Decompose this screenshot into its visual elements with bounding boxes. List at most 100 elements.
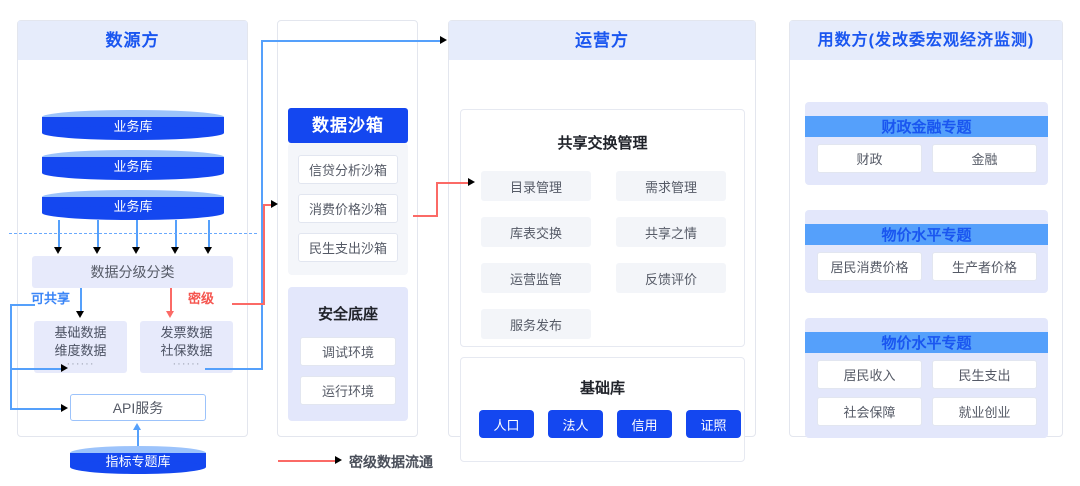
security-foundation-group: 安全底座 调试环境 运行环境 bbox=[288, 287, 408, 421]
cylinder-bottom bbox=[42, 166, 224, 180]
api-service-box[interactable]: API服务 bbox=[70, 394, 206, 421]
exchange-function-item[interactable]: 运营监管 bbox=[481, 263, 591, 293]
consumer-topic-item[interactable]: 就业创业 bbox=[932, 397, 1037, 426]
consumer-topic-label: 居民收入 bbox=[843, 368, 896, 383]
consumer-topic-item[interactable]: 民生支出 bbox=[932, 360, 1037, 389]
indicator-to-api-line bbox=[137, 429, 139, 446]
legend-arrow-icon bbox=[335, 456, 342, 464]
security-environment-item[interactable]: 运行环境 bbox=[300, 376, 396, 405]
shareable-flow-line bbox=[80, 288, 82, 312]
bus-to-indicator-line bbox=[10, 408, 62, 410]
consumer-topic-item[interactable]: 财政 bbox=[817, 144, 922, 173]
sandbox-into-operator-arrow-icon bbox=[468, 178, 475, 186]
exchange-function-label: 运营监管 bbox=[509, 271, 562, 287]
base-library-item[interactable]: 法人 bbox=[548, 410, 603, 438]
flow-down-arrow-icon bbox=[204, 247, 212, 254]
database-label: 业务库 bbox=[113, 158, 153, 174]
flow-down-line bbox=[175, 220, 177, 248]
shareable-data-box[interactable]: 基础数据 维度数据 ······ bbox=[34, 321, 127, 373]
consumer-topic-item[interactable]: 社会保障 bbox=[817, 397, 922, 426]
indicator-database-cylinder[interactable]: 指标专题库 bbox=[70, 446, 206, 474]
bus-to-indicator-arrow-icon bbox=[61, 404, 68, 412]
flow-down-line bbox=[208, 220, 210, 248]
boundary-dashed-line bbox=[9, 233, 257, 234]
consumer-topic-title: 物价水平专题 bbox=[805, 332, 1048, 353]
exchange-function-item[interactable]: 反馈评价 bbox=[616, 263, 726, 293]
sandbox-item[interactable]: 民生支出沙箱 bbox=[298, 233, 398, 262]
sandbox-item[interactable]: 消费价格沙箱 bbox=[298, 194, 398, 223]
secret-into-sandbox-arrow-icon bbox=[271, 200, 278, 208]
sandbox-item[interactable]: 信贷分析沙箱 bbox=[298, 155, 398, 184]
database-cylinder[interactable]: 业务库 bbox=[42, 110, 224, 140]
share-exchange-management-box: 共享交换管理 目录管理 库表交换 运营监管 服务发布 需求管理 共享之情 bbox=[460, 109, 745, 347]
panel-data-source: 数源方 业务库 业务库 业务库 bbox=[9, 20, 257, 474]
base-library-label: 信用 bbox=[631, 417, 658, 433]
flow-down-line bbox=[58, 220, 60, 248]
bus-to-api-arrow-icon bbox=[61, 364, 68, 372]
security-environment-label: 调试环境 bbox=[321, 345, 374, 360]
security-foundation-title: 安全底座 bbox=[317, 306, 378, 323]
consumer-topic-title: 财政金融专题 bbox=[805, 116, 1048, 137]
consumer-topic-group: 物价水平专题 居民收入 民生支出 社会保障 就业创业 bbox=[805, 318, 1048, 438]
consumer-topic-group: 财政金融专题 财政 金融 bbox=[805, 102, 1048, 185]
consumer-topic-label: 财政 bbox=[856, 152, 883, 167]
cylinder-bottom bbox=[42, 126, 224, 140]
consumer-topic-item[interactable]: 金融 bbox=[932, 144, 1037, 173]
shareable-line1: 基础数据 bbox=[54, 324, 107, 340]
shareable-to-bus-line bbox=[10, 304, 35, 306]
indicator-to-api-arrow-icon bbox=[133, 423, 141, 430]
database-label: 业务库 bbox=[113, 198, 153, 214]
sandbox-into-operator-line bbox=[436, 182, 470, 184]
cylinder-bottom bbox=[42, 206, 224, 220]
secret-to-sandbox-vertical-line bbox=[263, 204, 265, 304]
secret-line2: 社保数据 bbox=[160, 342, 213, 358]
panel-data-source-title: 数源方 bbox=[18, 21, 247, 60]
flow-down-line bbox=[97, 220, 99, 248]
security-environment-item[interactable]: 调试环境 bbox=[300, 337, 396, 366]
api-service-label: API服务 bbox=[112, 399, 164, 416]
consumer-topic-item[interactable]: 居民消费价格 bbox=[817, 252, 922, 281]
data-classification-box[interactable]: 数据分级分类 bbox=[32, 256, 233, 288]
exchange-function-item[interactable]: 共享之情 bbox=[616, 217, 726, 247]
flow-down-arrow-icon bbox=[54, 247, 62, 254]
flow-down-arrow-icon bbox=[171, 247, 179, 254]
database-cylinder[interactable]: 业务库 bbox=[42, 190, 224, 220]
exchange-function-item[interactable]: 目录管理 bbox=[481, 171, 591, 201]
sandbox-to-operator-vertical-line bbox=[436, 182, 438, 217]
exchange-function-label: 需求管理 bbox=[644, 179, 697, 195]
legend-line bbox=[278, 460, 336, 462]
api-to-operator-line bbox=[205, 368, 262, 370]
base-library-item[interactable]: 信用 bbox=[617, 410, 672, 438]
secret-to-sandbox-line bbox=[232, 303, 265, 305]
consumer-topic-label: 生产者价格 bbox=[951, 260, 1017, 275]
base-library-item[interactable]: 人口 bbox=[479, 410, 534, 438]
secret-data-box[interactable]: 发票数据 社保数据 ······ bbox=[140, 321, 233, 373]
panel-data-sandbox: 数据沙箱 信贷分析沙箱 消费价格沙箱 民生支出沙箱 安全底座 调试环境 运行 bbox=[277, 20, 418, 437]
exchange-function-item[interactable]: 服务发布 bbox=[481, 309, 591, 339]
consumer-topic-item[interactable]: 生产者价格 bbox=[932, 252, 1037, 281]
panel-data-consumer: 用数方(发改委宏观经济监测) 财政金融专题 财政 金融 物价水平专题 居民消费价… bbox=[789, 20, 1063, 438]
bus-to-api-line bbox=[10, 368, 62, 370]
panel-data-source-body: 业务库 业务库 业务库 bbox=[9, 60, 257, 474]
panel-data-consumer-body: 财政金融专题 财政 金融 物价水平专题 居民消费价格 生产者价格 物价水平专题 bbox=[790, 60, 1062, 438]
panel-data-consumer-title: 用数方(发改委宏观经济监测) bbox=[790, 21, 1062, 60]
base-library-item[interactable]: 证照 bbox=[686, 410, 741, 438]
exchange-function-label: 服务发布 bbox=[509, 317, 562, 333]
flow-down-arrow-icon bbox=[93, 247, 101, 254]
exchange-function-item[interactable]: 库表交换 bbox=[481, 217, 591, 247]
secret-tag: 密级 bbox=[188, 291, 215, 306]
exchange-function-label: 共享之情 bbox=[644, 225, 697, 241]
exchange-function-item[interactable]: 需求管理 bbox=[616, 171, 726, 201]
sandbox-item-label: 消费价格沙箱 bbox=[308, 202, 387, 217]
shareable-dots: ······ bbox=[66, 358, 95, 371]
base-library-label: 人口 bbox=[493, 417, 520, 433]
consumer-topic-item[interactable]: 居民收入 bbox=[817, 360, 922, 389]
sandbox-items-group: 信贷分析沙箱 消费价格沙箱 民生支出沙箱 bbox=[288, 143, 408, 275]
database-cylinder[interactable]: 业务库 bbox=[42, 150, 224, 180]
panel-data-sandbox-body: 数据沙箱 信贷分析沙箱 消费价格沙箱 民生支出沙箱 安全底座 调试环境 运行 bbox=[278, 21, 417, 436]
exchange-function-label: 目录管理 bbox=[509, 179, 562, 195]
panel-operator: 运营方 共享交换管理 目录管理 库表交换 运营监管 服务发布 需求管理 bbox=[448, 20, 756, 462]
security-environment-label: 运行环境 bbox=[321, 384, 374, 399]
consumer-topic-label: 社会保障 bbox=[843, 405, 896, 420]
